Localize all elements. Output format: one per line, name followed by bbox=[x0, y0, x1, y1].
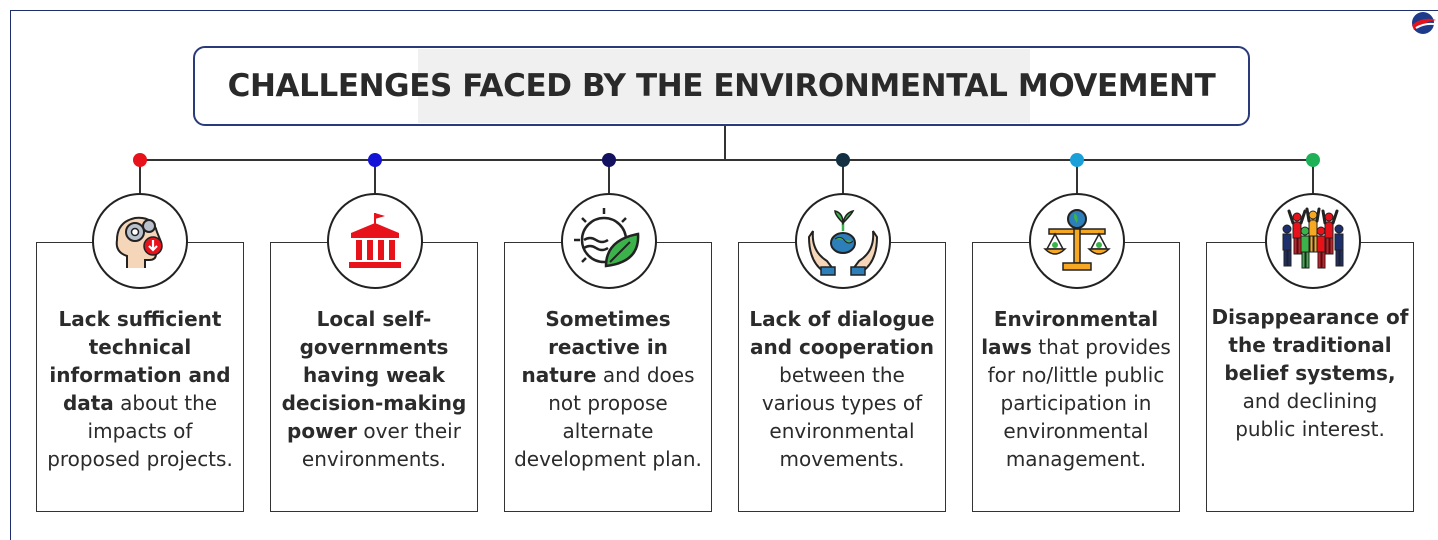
challenge-text: Lack sufficient technical information an… bbox=[47, 307, 233, 471]
challenge-card: Disappearance of the traditional belief … bbox=[1206, 242, 1414, 512]
challenge-text: Environmental laws that provides for no/… bbox=[981, 307, 1171, 471]
challenge-text: Local self-governments having weak decis… bbox=[281, 307, 467, 471]
diagram-title: CHALLENGES FACED BY THE ENVIRONMENTAL MO… bbox=[227, 68, 1216, 104]
brand-logo-icon bbox=[1412, 12, 1436, 34]
connector-dot bbox=[133, 153, 147, 167]
connector-dot bbox=[602, 153, 616, 167]
sun-leaf-icon bbox=[561, 193, 657, 289]
connector-dot bbox=[1070, 153, 1084, 167]
challenge-text: Lack of dialogue and cooperation between… bbox=[749, 307, 935, 471]
government-building-icon bbox=[327, 193, 423, 289]
connector-dot bbox=[836, 153, 850, 167]
scales-icon bbox=[1029, 193, 1125, 289]
connector-lines bbox=[133, 126, 1320, 193]
challenge-text: Disappearance of the traditional belief … bbox=[1211, 305, 1409, 441]
connector-dot bbox=[368, 153, 382, 167]
title-highlight bbox=[418, 49, 1030, 123]
protesting-people-icon bbox=[1265, 193, 1361, 289]
head-gear-icon bbox=[92, 193, 188, 289]
challenge-text: Sometimes reactive in nature and does no… bbox=[514, 307, 702, 471]
hands-globe-icon bbox=[795, 193, 891, 289]
connector-dot bbox=[1306, 153, 1320, 167]
outer-frame bbox=[10, 10, 1438, 540]
